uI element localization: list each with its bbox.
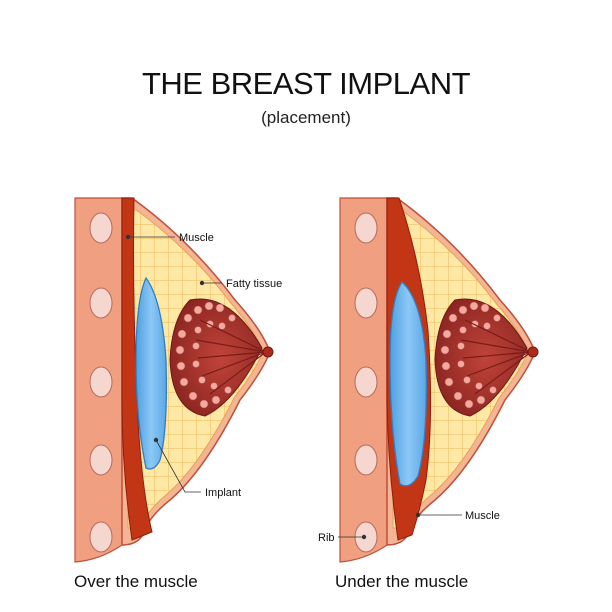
nipple bbox=[527, 346, 539, 358]
rib bbox=[89, 444, 113, 476]
implant bbox=[135, 276, 168, 470]
label-muscle: Muscle bbox=[465, 510, 500, 522]
label-implant: Implant bbox=[205, 487, 241, 499]
label-rib: Rib bbox=[318, 532, 335, 544]
implant bbox=[389, 281, 427, 487]
diagram-title: THE BREAST IMPLANT bbox=[141, 66, 471, 101]
label-fatty-tissue: Fatty tissue bbox=[226, 278, 282, 290]
mammary-gland bbox=[169, 298, 263, 417]
rib bbox=[354, 444, 378, 476]
caption-under-the-muscle: Under the muscle bbox=[335, 572, 469, 591]
lobules bbox=[175, 301, 236, 409]
rib bbox=[89, 287, 113, 319]
rib bbox=[89, 366, 113, 398]
milk-ducts bbox=[460, 319, 532, 395]
diagram-subtitle: (placement) bbox=[261, 108, 351, 127]
lobules bbox=[440, 301, 501, 409]
caption-over-the-muscle: Over the muscle bbox=[74, 572, 198, 591]
ribs bbox=[89, 212, 113, 553]
rib bbox=[354, 366, 378, 398]
ribs bbox=[354, 212, 378, 553]
panel-over-the-muscle: Muscle Fatty tissue Implant bbox=[74, 197, 282, 563]
label-muscle: Muscle bbox=[179, 232, 214, 244]
pectoral-muscle bbox=[121, 197, 153, 541]
panel-under-the-muscle: Muscle Rib bbox=[318, 197, 539, 563]
rib bbox=[354, 212, 378, 244]
milk-ducts bbox=[195, 319, 267, 395]
rib bbox=[89, 212, 113, 244]
rib bbox=[354, 287, 378, 319]
mammary-gland bbox=[434, 298, 528, 417]
rib bbox=[89, 521, 113, 553]
nipple bbox=[262, 346, 274, 358]
